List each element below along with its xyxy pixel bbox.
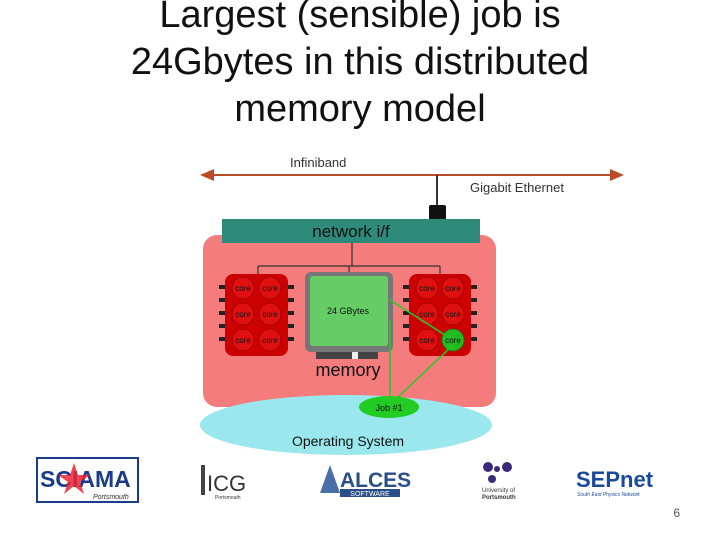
alces-text: ALCES <box>340 469 411 492</box>
cpu-right <box>403 274 477 356</box>
sepnet-text: SEPnet <box>576 467 654 492</box>
icg-logo: ICG Portsmouth <box>201 465 246 501</box>
sepnet-subtitle: South East Physics Network <box>577 492 640 498</box>
core-label: core <box>235 310 251 319</box>
network-interface-label: network i/f <box>312 222 390 241</box>
job-links <box>389 299 454 401</box>
core-label: core <box>419 284 435 293</box>
alces-logo: ALCES SOFTWARE <box>320 465 411 498</box>
title-line-3: memory model <box>234 88 486 130</box>
core-label: core <box>419 336 435 345</box>
job-bubble <box>359 396 419 418</box>
memory-label: memory <box>315 360 380 380</box>
gigabit-label: Gigabit Ethernet <box>470 180 564 195</box>
slide-title: Largest (sensible) job is 24Gbytes in th… <box>0 0 720 133</box>
core-label: core <box>262 310 278 319</box>
alces-subtitle: SOFTWARE <box>350 491 390 498</box>
operating-system-layer <box>200 395 492 455</box>
memory-size-label: 24 GBytes <box>327 306 370 316</box>
title-line-2: 24Gbytes in this distributed <box>130 41 590 83</box>
sciama-logo: SCIAMA Portsmouth <box>36 457 139 503</box>
sciama-text: SCIAMA <box>40 466 131 492</box>
infiniband-arrow <box>200 169 624 181</box>
core-label: core <box>445 336 461 345</box>
icg-text: ICG <box>207 471 246 496</box>
core-label: core <box>419 310 435 319</box>
core-label: core <box>235 336 251 345</box>
core-label: core <box>262 284 278 293</box>
core-label: core <box>262 336 278 345</box>
core-label: core <box>235 284 251 293</box>
network-interface-bar <box>222 219 480 243</box>
slide-number: 6 <box>673 506 680 520</box>
operating-system-label: Operating System <box>292 433 404 449</box>
job-label: Job #1 <box>375 403 402 413</box>
sciama-subtitle: Portsmouth <box>93 494 129 501</box>
core-label: core <box>445 284 461 293</box>
infiniband-label: Infiniband <box>290 155 346 170</box>
uop-line-2: Portsmouth <box>482 495 516 501</box>
title-line-1: Largest (sensible) job is <box>159 0 561 36</box>
uop-logo: University of Portsmouth <box>482 462 516 501</box>
logo-strip: SCIAMA Portsmouth ICG Portsmouth ALCES S… <box>36 457 654 503</box>
active-core <box>441 328 465 352</box>
cpu-left <box>219 274 294 356</box>
uop-line-1: University of <box>482 488 515 494</box>
core-label: core <box>445 310 461 319</box>
ethernet-port-icon <box>429 205 446 222</box>
sepnet-logo: SEPnet South East Physics Network <box>576 467 654 498</box>
icg-subtitle: Portsmouth <box>215 495 241 501</box>
memory-module <box>305 272 393 359</box>
